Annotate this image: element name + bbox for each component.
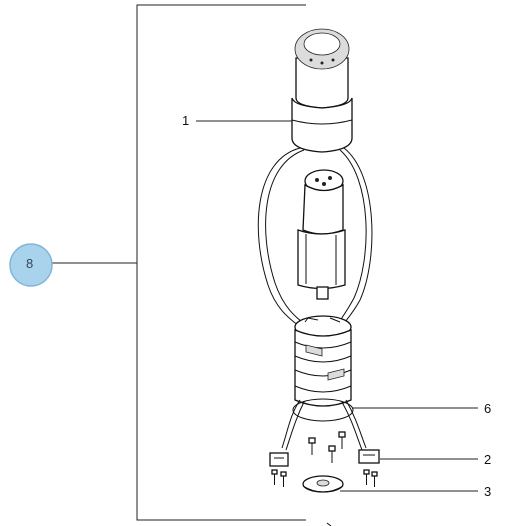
callout-label-3: 3 xyxy=(484,484,491,499)
group-badge[interactable]: 8 xyxy=(9,243,53,287)
callout-part-1[interactable]: 1 xyxy=(182,113,293,128)
callout-part-2[interactable]: 2 xyxy=(380,452,491,467)
callout-part-6[interactable]: 6 xyxy=(352,401,491,416)
callout-label-2: 2 xyxy=(484,452,491,467)
callout-label-1: 1 xyxy=(182,113,189,128)
washer-disc xyxy=(302,475,344,493)
group-bracket xyxy=(47,4,306,521)
screws xyxy=(271,431,378,487)
callout-part-3[interactable]: 3 xyxy=(340,484,491,499)
connector-wires xyxy=(281,399,367,451)
base-housing xyxy=(292,315,354,422)
cap-housing xyxy=(291,28,353,153)
connector-right xyxy=(358,449,380,464)
motor xyxy=(297,169,346,300)
callout-label-6: 6 xyxy=(484,401,491,416)
connector-left xyxy=(269,452,289,467)
group-badge-label: 8 xyxy=(26,256,33,271)
